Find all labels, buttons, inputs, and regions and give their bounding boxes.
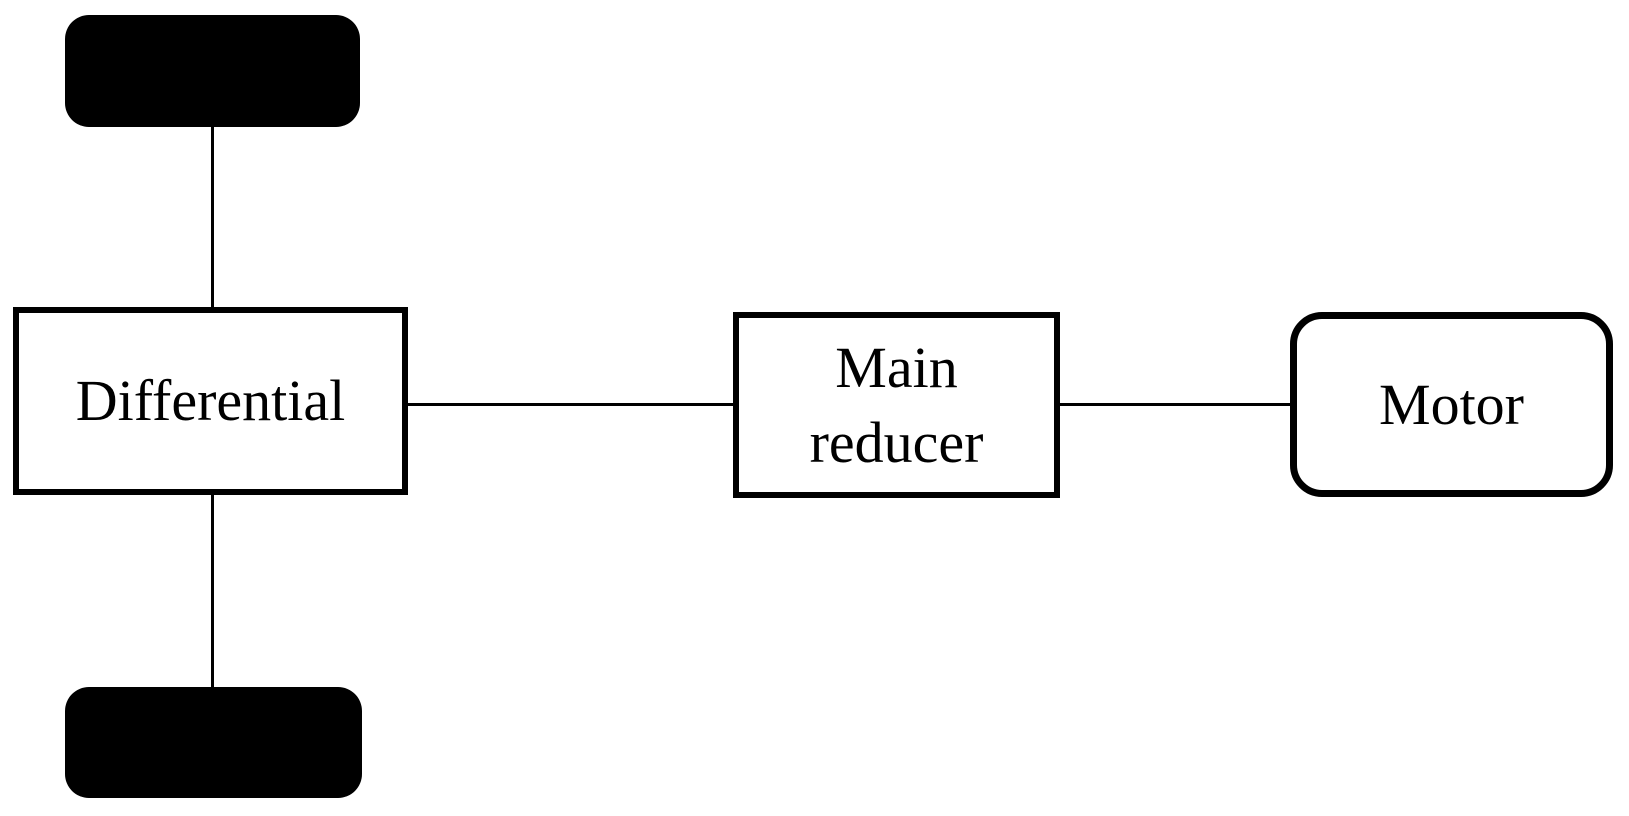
motor-label: Motor	[1379, 371, 1524, 437]
connector-main-reducer-motor	[1057, 403, 1295, 406]
main-reducer-label: Main reducer	[809, 334, 984, 475]
differential-node: Differential	[13, 307, 408, 495]
connector-differential-main-reducer	[405, 403, 737, 406]
connector-wheel-top-differential	[211, 126, 214, 309]
wheel-bottom-shape	[65, 687, 362, 798]
motor-node: Motor	[1290, 312, 1613, 497]
differential-label: Differential	[75, 368, 346, 434]
main-reducer-node: Main reducer	[733, 312, 1060, 498]
wheel-top-shape	[65, 15, 360, 127]
connector-differential-wheel-bottom	[211, 493, 214, 689]
